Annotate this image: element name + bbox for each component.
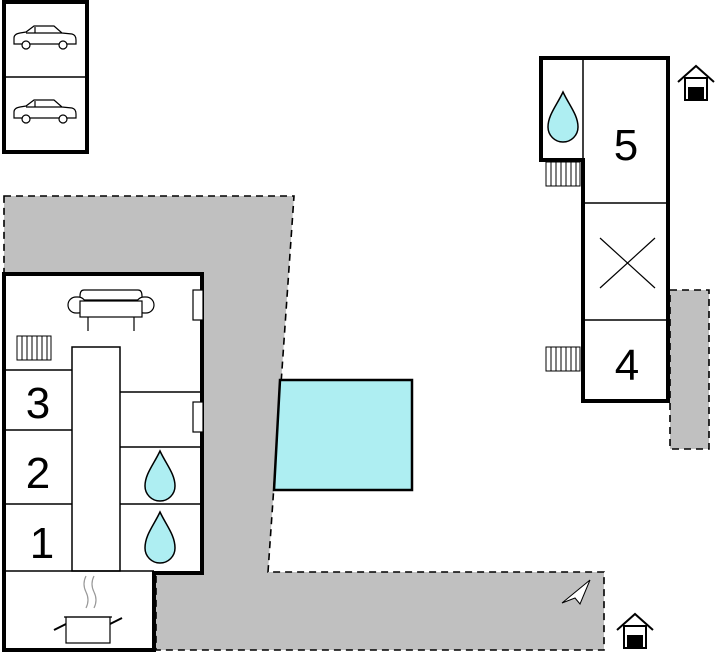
radiator-icon bbox=[545, 346, 581, 372]
swimming-pool bbox=[272, 378, 414, 492]
entrance-icon bbox=[616, 612, 654, 649]
room-number-3: 3 bbox=[26, 379, 50, 428]
north-arrow-icon bbox=[561, 579, 591, 605]
cooking-pot-icon bbox=[53, 575, 123, 644]
water-drop-icon bbox=[547, 90, 579, 143]
radiator-icon bbox=[545, 161, 581, 187]
radiator-icon bbox=[16, 335, 52, 361]
annex-building: 5 4 bbox=[539, 56, 670, 403]
main-house: 3 2 1 bbox=[2, 272, 204, 652]
car-icon bbox=[13, 25, 77, 50]
room-number-5: 5 bbox=[614, 121, 638, 170]
water-drop-icon bbox=[144, 449, 176, 502]
cross-icon bbox=[599, 237, 656, 289]
side-terrace-area bbox=[669, 289, 710, 450]
window-icon bbox=[192, 401, 204, 433]
room-number-1: 1 bbox=[30, 519, 54, 568]
water-drop-icon bbox=[144, 510, 176, 564]
entrance-icon bbox=[677, 64, 715, 101]
garage bbox=[2, 0, 89, 154]
room-number-4: 4 bbox=[615, 341, 639, 390]
car-icon bbox=[13, 99, 77, 124]
window-icon bbox=[192, 289, 204, 321]
room-number-2: 2 bbox=[26, 449, 50, 498]
sofa-icon bbox=[67, 289, 155, 331]
